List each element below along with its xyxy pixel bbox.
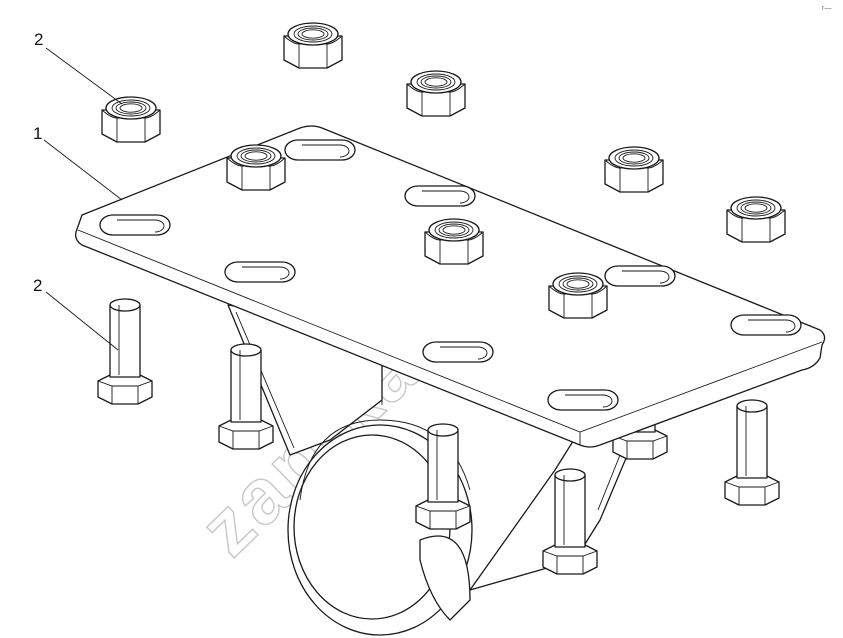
mounting-plate [74, 125, 826, 448]
callout-1: 1 [33, 124, 123, 201]
nut [548, 272, 608, 319]
callout-2-top: 2 [34, 30, 123, 105]
nut [726, 196, 786, 243]
nut [424, 218, 484, 265]
bolt [97, 298, 153, 405]
nut [604, 146, 664, 193]
nut [226, 144, 286, 191]
callout-2-bottom: 2 [33, 276, 119, 351]
nut [283, 22, 343, 69]
callout-label: 2 [34, 30, 43, 49]
pipe-clamp [287, 419, 473, 636]
callout-label: 2 [33, 276, 42, 295]
nut [406, 70, 466, 117]
callout-label: 1 [33, 124, 42, 143]
corner-mark: г— [822, 5, 832, 12]
bolt [724, 399, 780, 506]
nut [101, 96, 161, 143]
